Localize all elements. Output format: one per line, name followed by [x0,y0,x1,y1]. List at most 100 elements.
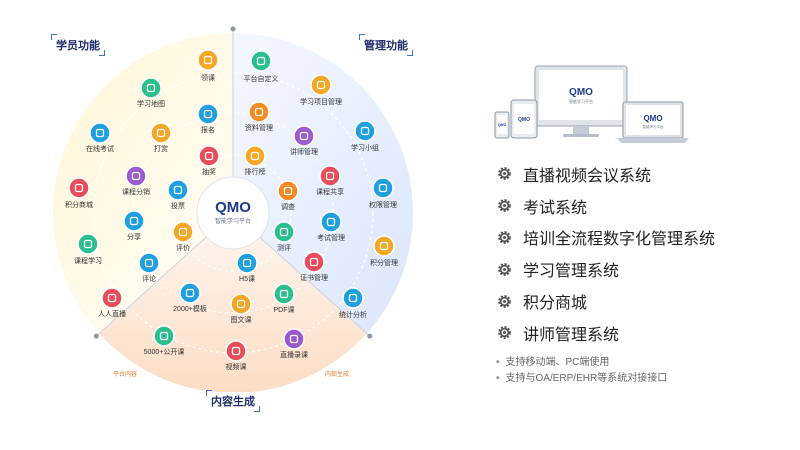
laptop-logo: QMO [643,114,662,123]
gear-icon [498,262,511,276]
feature-item: 考试系统 [496,190,715,222]
vote-icon [167,179,189,201]
wheel-node[interactable]: 讲师管理 [290,125,318,156]
wheel-node[interactable]: 资料管理 [245,101,273,132]
wheel-node[interactable]: 投票 [167,179,189,210]
feature-list: 直播视频会议系统 考试系统 培训全流程数字化管理系统 学习管理系统 积分商城 讲… [496,158,715,349]
wheel-node[interactable]: 学习地图 [137,77,165,108]
center-logo: QMO [215,199,251,216]
wheel-node[interactable]: 分享 [123,210,145,241]
wheel-node[interactable]: 评论 [138,252,160,283]
chart-icon [342,287,364,309]
icon-glyph [242,258,252,268]
node-label: 分享 [127,232,141,241]
wheel-node[interactable]: 评价 [172,221,194,252]
wheel-node[interactable]: 统计分析 [339,287,367,319]
wheel-node[interactable]: 直播录课 [280,328,308,359]
laptop-device: QMO 智能学习平台 [617,101,689,143]
divider-left-dot [93,333,99,339]
icon-glyph [309,257,319,267]
wheel-node[interactable]: 课程学习 [74,233,102,265]
node-label: 学习地图 [137,99,165,108]
lottery-icon [198,145,220,167]
feature-item: 学习管理系统 [496,253,715,285]
gift-icon [68,177,90,199]
wheel-node[interactable]: 积分管理 [370,235,398,267]
wheel-node[interactable]: 人人直播 [98,287,126,318]
icon-glyph [316,80,326,90]
center-hub: QMO 智能学习平台 [196,176,270,250]
icon-glyph [83,239,93,249]
folder-icon [310,74,332,96]
feature-label: 培训全流程数字化管理系统 [523,231,716,249]
wheel-node[interactable]: 打赏 [150,122,172,153]
feature-item: 讲师管理系统 [496,317,715,349]
icon-glyph [326,217,336,227]
wheel-node[interactable]: H5课 [236,252,258,283]
tablet-logo: QMO [518,117,530,123]
node-label: 领课 [201,73,215,82]
wheel-node[interactable]: 调查 [277,180,299,211]
wheel-node[interactable]: 视频课 [225,340,247,371]
wheel-node[interactable]: 学习小组 [351,120,379,152]
feature-item: 直播视频会议系统 [496,158,715,190]
icon-glyph [173,185,183,195]
node-label: 统计分析 [339,310,367,319]
icon-glyph [254,107,264,117]
wheel-node[interactable]: 在线考试 [86,122,114,153]
course-share-icon [319,165,341,187]
node-label: 考试管理 [317,233,345,242]
wheel-node[interactable]: 2000+模板 [173,282,207,313]
wheel-node[interactable]: 排行榜 [244,145,266,176]
wheel-node[interactable]: 报名 [197,103,219,134]
wheel-node[interactable]: 测评 [273,221,295,252]
node-label: 调查 [281,202,295,211]
wheel-node[interactable]: 领课 [197,49,219,82]
feature-item: 积分商城 [496,285,715,317]
wheel-node[interactable]: 图文课 [230,293,252,324]
wheel-node[interactable]: 积分商城 [65,177,93,209]
gear-icon [498,326,511,340]
icon-glyph [107,293,117,303]
coin-icon [150,122,172,144]
node-label: 排行榜 [245,167,266,176]
ring-line [92,72,374,354]
feature-label: 直播视频会议系统 [523,167,652,185]
platform-content-label: 平台内容 [113,372,138,378]
node-label: 讲师管理 [290,147,318,156]
node-label: 平台自定义 [244,74,279,83]
wheel-node[interactable]: 考试管理 [317,211,345,242]
wheel-node[interactable]: 平台自定义 [244,50,279,83]
group-icon [354,120,376,142]
gear-icon [498,199,511,213]
feature-item: 培训全流程数字化管理系统 [496,222,715,254]
icon-glyph [360,126,370,136]
wheel-node[interactable]: 课程分销 [122,165,150,196]
node-label: 证书管理 [300,273,328,282]
node-label: 测评 [277,244,291,252]
icon-glyph [348,293,358,303]
map-pin-icon [140,77,162,99]
wheel-node[interactable]: 5000+公开课 [144,325,185,356]
wheel-node[interactable]: 权限管理 [369,177,397,209]
icon-glyph [379,241,389,251]
wheel-node[interactable]: 抽奖 [198,145,220,176]
wheel-node[interactable]: PDF课 [273,283,295,314]
pdf-icon [273,283,295,305]
node-label: 2000+模板 [173,304,207,313]
wheel-node[interactable]: 证书管理 [300,251,328,282]
icon-glyph [144,258,154,268]
record-icon [283,328,305,350]
signup-icon [197,103,219,125]
star-icon [172,221,194,243]
icon-glyph [250,151,260,161]
feature-label: 积分商城 [523,295,588,313]
node-label: 评价 [176,244,190,252]
wheel-node[interactable]: 学习项目管理 [300,74,342,106]
gear-icon [498,167,511,181]
wheel-node[interactable]: 课程共享 [316,165,344,196]
icon-glyph [74,183,84,193]
center-subtitle: 智能学习平台 [215,217,251,225]
h5-icon [236,252,258,274]
